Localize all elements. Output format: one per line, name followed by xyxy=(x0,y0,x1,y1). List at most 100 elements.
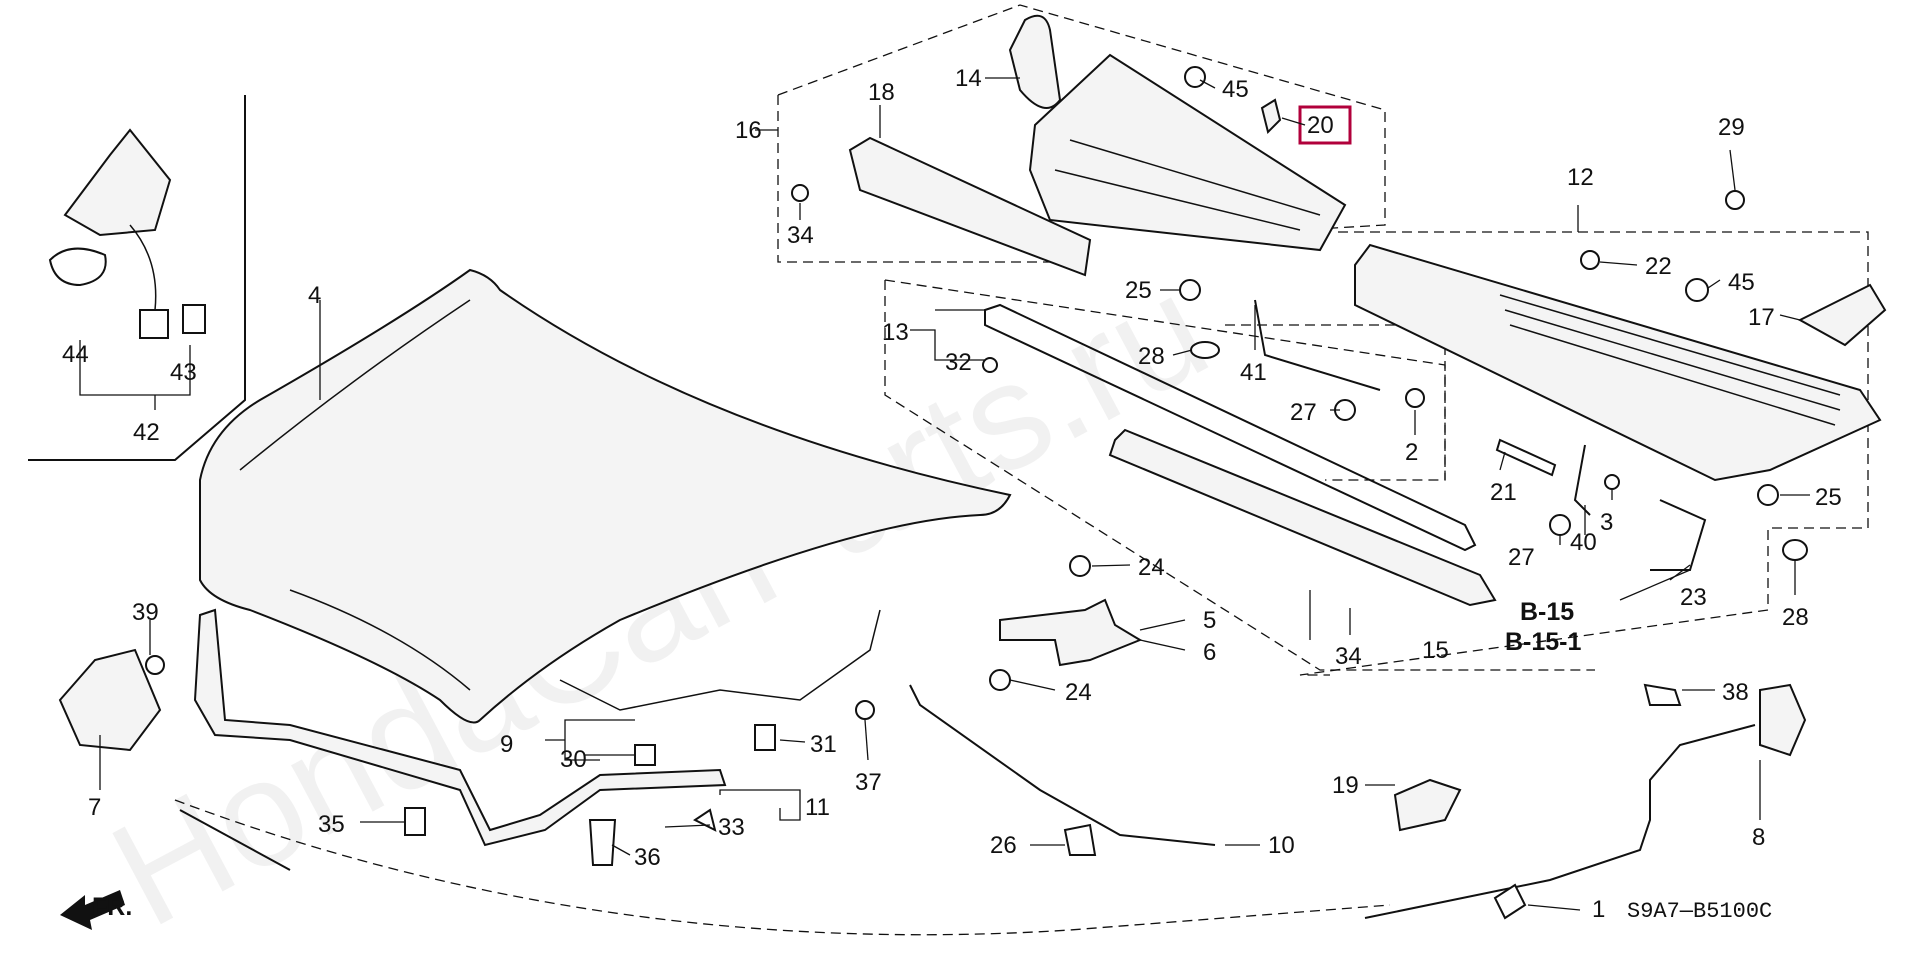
part-45-clip-right xyxy=(1685,278,1709,302)
group-outline-top xyxy=(777,4,1386,263)
part-20-clip xyxy=(1260,98,1282,134)
part-44-clamp xyxy=(48,247,107,287)
label-24-bottom: 24 xyxy=(1065,679,1092,706)
part-40-hose xyxy=(1573,444,1591,516)
part-17-shape xyxy=(1797,283,1887,347)
part-42-wire xyxy=(129,224,157,311)
label-7: 7 xyxy=(88,794,101,821)
label-44: 44 xyxy=(62,341,89,368)
part-33-clip xyxy=(693,808,717,832)
ref-b15-1: B-15-1 xyxy=(1505,628,1582,656)
label-42: 42 xyxy=(133,419,160,446)
part-42-connector xyxy=(139,309,169,339)
label-30: 30 xyxy=(560,746,587,773)
label-25-left: 25 xyxy=(1125,277,1152,304)
part-13-seal xyxy=(984,303,1477,552)
part-labels: 16 18 14 45 20 34 12 29 22 45 17 25 28 4… xyxy=(62,65,1842,924)
label-9: 9 xyxy=(500,731,513,758)
part-15-seal xyxy=(1108,428,1497,607)
front-label: FR. xyxy=(92,893,132,921)
label-36: 36 xyxy=(634,844,661,871)
label-40: 40 xyxy=(1570,529,1597,556)
part-3-clip xyxy=(1604,474,1620,490)
group-outline-sub xyxy=(1225,324,1446,480)
label-15: 15 xyxy=(1422,637,1449,664)
part-19-bracket xyxy=(1393,778,1462,832)
leader-lines xyxy=(79,77,1810,911)
part-5-hinge xyxy=(999,598,1143,667)
part-9-insulator xyxy=(559,609,881,711)
label-6: 6 xyxy=(1203,639,1216,666)
label-33: 33 xyxy=(718,814,745,841)
part-4-hood-crease xyxy=(239,299,471,691)
label-23: 23 xyxy=(1680,584,1707,611)
part-28-grommet-right xyxy=(1782,539,1808,561)
part-26-clip xyxy=(1063,823,1097,856)
label-25-right: 25 xyxy=(1815,484,1842,511)
label-31: 31 xyxy=(810,731,837,758)
part-18-shape xyxy=(848,136,1092,277)
label-13: 13 xyxy=(882,319,909,346)
group-outline-middle xyxy=(884,279,1595,671)
diagram-code: S9A7—B5100C xyxy=(1627,899,1772,924)
label-39: 39 xyxy=(132,599,159,626)
label-10: 10 xyxy=(1268,832,1295,859)
label-27-left: 27 xyxy=(1290,399,1317,426)
part-27-clip-right xyxy=(1549,514,1571,536)
label-16: 16 xyxy=(735,117,762,144)
label-29: 29 xyxy=(1718,114,1745,141)
label-19: 19 xyxy=(1332,772,1359,799)
group-outline-bottom xyxy=(174,799,1391,936)
ref-b15: B-15 xyxy=(1520,598,1574,626)
part-34-fastener-top xyxy=(791,184,809,202)
part-22-clip xyxy=(1580,250,1600,270)
part-32-clip xyxy=(982,357,998,373)
label-26: 26 xyxy=(990,832,1017,859)
label-32: 32 xyxy=(945,349,972,376)
label-35: 35 xyxy=(318,811,345,838)
part-28-grommet-left xyxy=(1190,341,1220,359)
part-41-hose xyxy=(1254,299,1381,391)
label-45-right: 45 xyxy=(1728,269,1755,296)
part-25-clip-right xyxy=(1757,484,1779,506)
front-arrow-icon: FR. xyxy=(60,890,132,930)
label-12: 12 xyxy=(1567,164,1594,191)
label-37: 37 xyxy=(855,769,882,796)
part-35-buffer xyxy=(404,807,426,836)
part-45-clip-top xyxy=(1184,66,1206,88)
part-31-clip xyxy=(754,724,776,751)
label-4: 4 xyxy=(308,282,321,309)
label-41: 41 xyxy=(1240,359,1267,386)
part-8-handle xyxy=(1759,683,1807,757)
label-38: 38 xyxy=(1722,679,1749,706)
label-45-top: 45 xyxy=(1222,76,1249,103)
part-11-seal xyxy=(193,608,727,847)
label-8: 8 xyxy=(1752,824,1765,851)
label-18: 18 xyxy=(868,79,895,106)
part-4-hood xyxy=(199,268,1012,724)
part-24-bolt-top xyxy=(1069,555,1091,577)
group-outline-right xyxy=(1299,231,1869,676)
part-35-rod xyxy=(179,809,291,871)
part-25-clip-left xyxy=(1179,279,1201,301)
part-37-stop xyxy=(855,700,875,720)
part-29-clip xyxy=(1725,190,1745,210)
label-14: 14 xyxy=(955,65,982,92)
part-12-shape xyxy=(1354,243,1882,482)
label-22: 22 xyxy=(1645,253,1672,280)
part-39-bolt xyxy=(145,655,165,675)
label-1: 1 xyxy=(1592,896,1605,923)
part-24-bolt-bottom xyxy=(989,669,1011,691)
label-27-right: 27 xyxy=(1508,544,1535,571)
part-43-connector xyxy=(182,304,206,334)
label-34-mid: 34 xyxy=(1335,643,1362,670)
part-30-clip xyxy=(634,744,656,766)
part-1-clip xyxy=(1493,883,1527,920)
label-28-left: 28 xyxy=(1138,343,1165,370)
part-10-cable xyxy=(909,684,1216,846)
part-21-hose xyxy=(1495,438,1557,477)
label-28-right: 28 xyxy=(1782,604,1809,631)
group-outline-left xyxy=(28,95,246,461)
highlight-box-20 xyxy=(1298,105,1352,145)
